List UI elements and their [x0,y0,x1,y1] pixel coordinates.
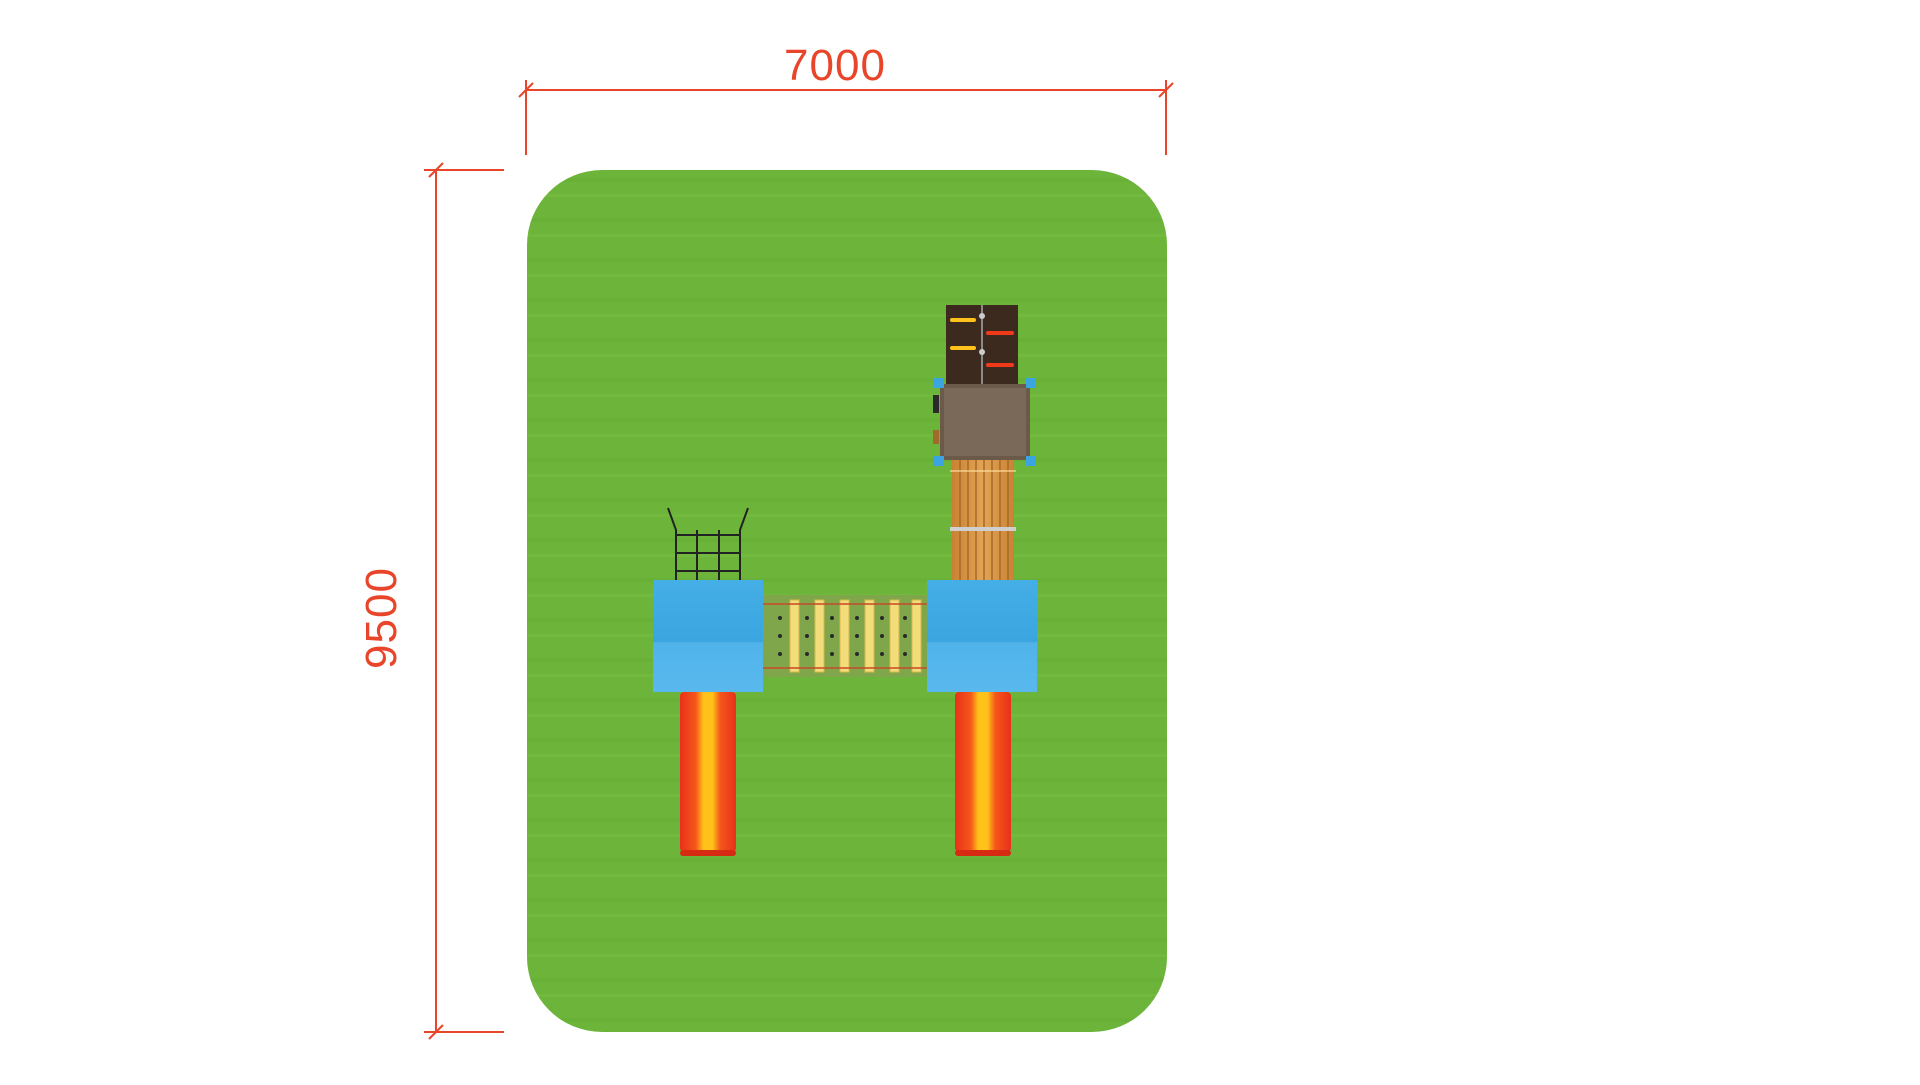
right-slide [955,692,1011,856]
left-platform [653,580,763,692]
right-platform [927,580,1037,692]
log-ramp [950,460,1016,580]
left-slide [680,692,736,856]
climbing-wall [946,305,1018,387]
width-dimension-label: 7000 [784,41,886,90]
tower-roof [933,378,1036,466]
dimension-width [518,80,1174,155]
dimension-height [424,162,504,1040]
height-dimension-label: 9500 [357,567,406,669]
net-bridge [762,595,928,677]
rope-ladder [667,507,749,582]
